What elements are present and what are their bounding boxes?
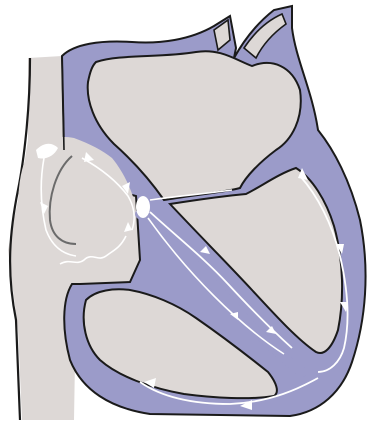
atrioventricular-node-icon bbox=[136, 196, 150, 218]
